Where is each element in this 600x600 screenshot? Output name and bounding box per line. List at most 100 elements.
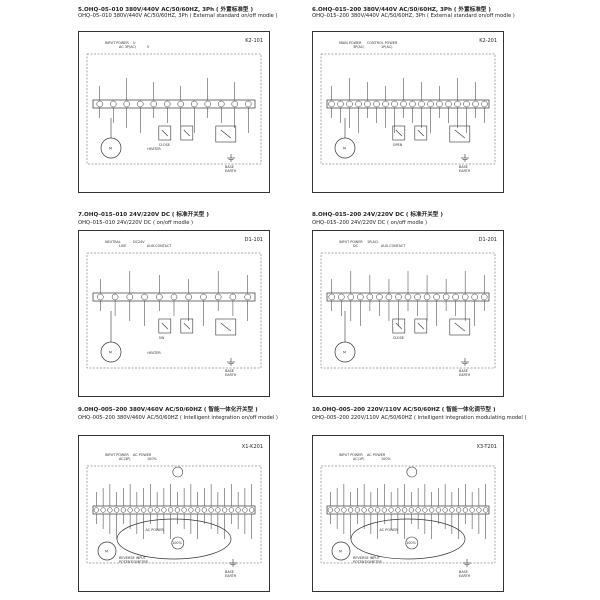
terminal-screw (442, 293, 450, 301)
panel-subtitle: OHQ–015–200 380V/440V AC/50/60HZ, 3Ph ( … (312, 13, 515, 19)
diagram-label: OPEN (393, 143, 403, 147)
terminal-screw (461, 293, 469, 301)
base-label: BASE (459, 369, 468, 373)
limit-switch (392, 125, 406, 141)
panel-subtitle: OHQ–005–200 220V/110V AC/50/60HZ ( Intel… (312, 415, 527, 421)
terminal-screw (483, 507, 489, 513)
earth-label: EARTH (459, 574, 471, 578)
panel-title: 10.OHQ–005–200 220V/110V AC/50/60HZ ( 智能… (312, 407, 496, 413)
aux-contact-block (449, 318, 471, 336)
switch-contact (183, 129, 191, 137)
terminal-screw (400, 100, 407, 108)
terminal-screw (347, 293, 355, 301)
panel-subtitle: OHQ–015–010 24V/220V DC ( on/off modle ) (78, 220, 194, 226)
diagram-label: CONTROL POWER (367, 41, 398, 45)
switch-contact (220, 322, 231, 332)
diagram-label: AC POWER (380, 528, 399, 532)
terminal-screw (208, 507, 214, 513)
terminal-screw (195, 507, 201, 513)
heater-label: HEATER (147, 147, 161, 151)
panel-title: 5.OHQ–05–010 380V/440V AC/50/60HZ, 3Ph (… (78, 7, 254, 13)
diagram-label: 5W (159, 336, 165, 340)
terminal-screw (154, 507, 160, 513)
terminal-screw (174, 507, 180, 513)
diagram-label: INPUT POWER (105, 453, 129, 457)
diagram-label: REVERSE INPUT (353, 556, 381, 560)
terminal-screw (111, 293, 119, 301)
housing-boundary (86, 465, 262, 564)
panel-title: 8.OHQ–015–200 24V/220V DC ( 标准开关型 ) (312, 212, 443, 218)
limit-switch (158, 318, 172, 334)
terminal-screw (385, 293, 393, 301)
terminal-screw (200, 293, 207, 301)
terminal-screw (355, 100, 362, 108)
percent-label: 100% (406, 541, 416, 545)
terminal-screw (327, 507, 333, 513)
terminal-screw (107, 507, 113, 513)
terminal-screw (204, 100, 211, 108)
terminal-screw (168, 507, 174, 513)
terminal-screw (454, 100, 461, 108)
terminal-screw (472, 100, 479, 108)
terminal-screw (231, 100, 238, 108)
terminal-screw (382, 100, 389, 108)
heater-label: HEATER (147, 351, 161, 355)
diagram-code: X1-K201 (241, 444, 263, 450)
terminal-screw (429, 507, 435, 513)
terminal-screw (249, 507, 255, 513)
motor-symbol (331, 541, 351, 561)
housing-boundary (86, 252, 262, 369)
terminal-screw (185, 293, 192, 301)
panel-6: 6.OHQ–015–200 380V/440V AC/50/60HZ, 3Ph … (312, 5, 587, 195)
panel-subtitle: OHQ–005–200 380V/460V AC/50/60HZ ( Intel… (78, 415, 278, 421)
terminal-screw (328, 293, 336, 301)
diagram-label: U (133, 41, 136, 45)
terminal-screw (244, 293, 251, 301)
controller-board (116, 518, 232, 560)
base-label: BASE (225, 369, 234, 373)
housing-boundary (320, 252, 496, 369)
terminal-screw (156, 293, 163, 301)
diagram-label: AC POWER (367, 453, 386, 457)
switch-contact (417, 129, 425, 137)
terminal-screw (191, 100, 198, 108)
panel-title: 7.OHQ–015–010 24V/220V DC ( 标准开关型 ) (78, 212, 209, 218)
terminal-screw (215, 507, 221, 513)
terminal-screw (214, 293, 222, 301)
terminal-screw (402, 507, 408, 513)
aux-contact-block (449, 125, 471, 143)
diagram-label: INPUT POWER (339, 453, 363, 457)
terminal-screw (96, 100, 103, 108)
motor-symbol (97, 541, 117, 561)
terminal-screw (141, 507, 147, 513)
terminal-screw (375, 507, 381, 513)
terminal-screw (127, 507, 133, 513)
earth-label: EARTH (459, 373, 471, 377)
terminal-screw (229, 293, 237, 301)
diagram-label: INPUT POWER (105, 41, 129, 45)
terminal-screw (452, 293, 459, 301)
base-label: BASE (225, 165, 234, 169)
terminal-screw (418, 100, 425, 108)
diagram-code: X3-T201 (476, 444, 497, 450)
terminal-screw (395, 293, 402, 301)
terminal-screw (388, 507, 394, 513)
motor-label: M (109, 351, 112, 355)
terminal-strip (326, 505, 490, 515)
motor-label: M (343, 351, 346, 355)
terminal-screw (228, 507, 234, 513)
terminal-screw (395, 507, 401, 513)
panel-7: 7.OHQ–015–010 24V/220V DC ( 标准开关型 ) OHQ–… (78, 210, 353, 400)
terminal-screw (137, 100, 144, 108)
terminal-strip (326, 99, 490, 109)
panel-title: 6.OHQ–015–200 380V/440V AC/50/60HZ, 3Ph … (312, 7, 491, 13)
terminal-screw (480, 293, 488, 301)
terminal-screw (423, 293, 431, 301)
housing-boundary (320, 465, 496, 564)
housing-boundary (320, 53, 496, 165)
terminal-screw (337, 100, 344, 108)
terminal-screw (368, 507, 374, 513)
terminal-screw (147, 507, 153, 513)
